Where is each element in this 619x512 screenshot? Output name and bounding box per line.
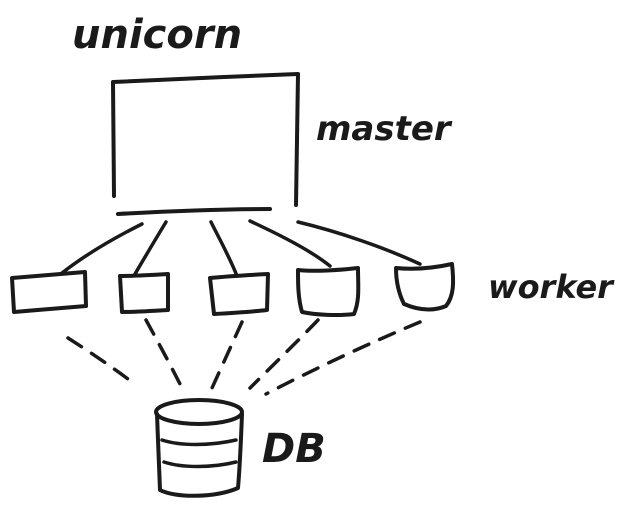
worker-3 [208,272,270,316]
worker-4 [296,266,361,318]
database-icon [154,398,244,498]
master-label: master [316,109,453,149]
worker-db-connections [66,318,422,396]
worker-1 [10,270,88,314]
worker-label: worker [488,268,615,306]
database-label: DB [262,426,326,472]
master-box [111,72,300,207]
master-worker-connectors [60,219,422,278]
master-bus-line [116,207,272,216]
worker-5 [394,262,456,312]
diagram-title: unicorn [72,12,242,58]
worker-2 [118,272,170,314]
